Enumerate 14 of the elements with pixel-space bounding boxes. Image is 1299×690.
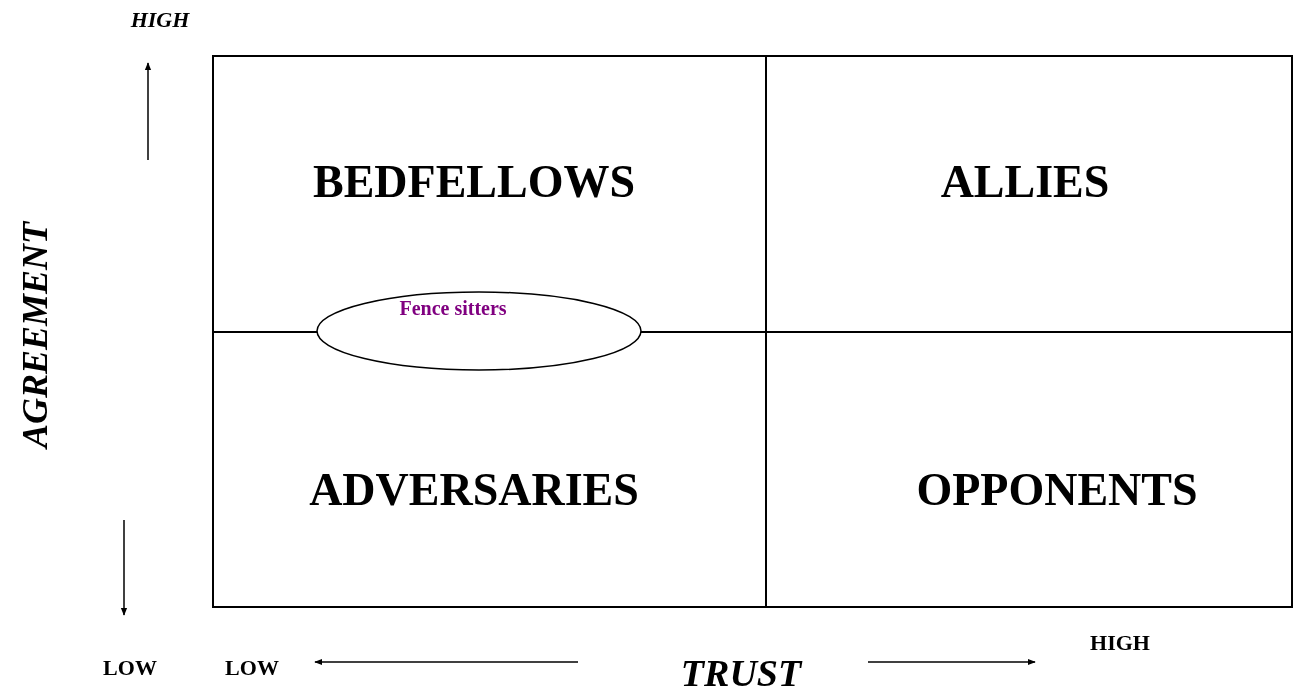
ellipse-label: Fence sitters: [399, 298, 507, 318]
quadrant-label: BEDFELLOWS: [312, 159, 636, 205]
quadrant-label: ADVERSARIES: [309, 467, 639, 513]
axis-title: AGREEMENT: [17, 221, 53, 449]
axis-label: LOW: [225, 657, 279, 679]
quadrant-label: ALLIES: [940, 159, 1110, 205]
quadrant-box: [765, 55, 1293, 333]
axis-label: HIGH: [130, 9, 190, 31]
fence-sitters-ellipse: [316, 291, 642, 371]
quadrant-label: OPPONENTS: [916, 467, 1198, 513]
quadrant-box: [765, 331, 1293, 608]
axis-label: HIGH: [1090, 632, 1150, 654]
axis-title: TRUST: [680, 654, 802, 690]
axis-label: LOW: [103, 657, 157, 679]
